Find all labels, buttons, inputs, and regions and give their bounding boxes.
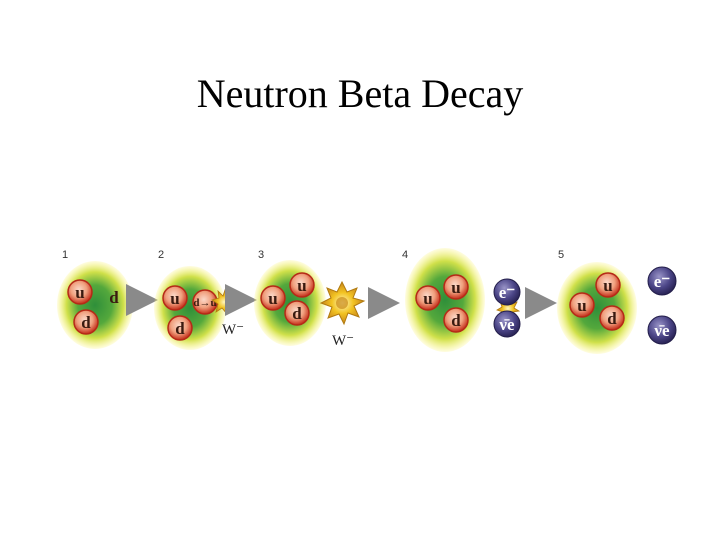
- quark-label: d: [81, 313, 91, 332]
- nucleon-cloud: [557, 262, 637, 354]
- up-quark: [569, 292, 595, 318]
- stage-4: 4 u u d e⁻ ν̄e: [402, 248, 521, 352]
- up-quark: [289, 272, 315, 298]
- quark-label: u: [423, 289, 432, 308]
- electron-label: e⁻: [499, 283, 516, 302]
- quark-label: u: [577, 296, 586, 315]
- electron: [493, 278, 521, 306]
- nucleon-cloud: [57, 261, 133, 349]
- down-quark: [443, 307, 469, 333]
- stage-number: 4: [402, 249, 408, 261]
- up-quark: [162, 285, 188, 311]
- antineutrino: [647, 315, 677, 345]
- quark-label: d: [607, 309, 617, 328]
- antineutrino-label: ν̄e: [653, 321, 670, 340]
- quark-label: d: [175, 319, 185, 338]
- up-quark: [595, 272, 621, 298]
- quark-label: u: [297, 276, 306, 295]
- stage-number: 3: [258, 249, 264, 261]
- up-quark: [260, 285, 286, 311]
- quark-label: d: [109, 288, 119, 307]
- quark-label: d: [451, 311, 461, 330]
- electron-label: e⁻: [654, 272, 671, 291]
- stage-number: 5: [558, 249, 564, 261]
- stage-1: 1 u d d: [57, 249, 133, 349]
- down-quark: [284, 300, 310, 326]
- w-minus-label: W⁻: [222, 322, 244, 338]
- d-to-u-label: d→u: [193, 297, 216, 309]
- stage-3: 3 u u d W⁻: [254, 249, 366, 349]
- quark-label: u: [451, 278, 460, 297]
- page-title: Neutron Beta Decay: [196, 71, 524, 116]
- up-quark: [415, 285, 441, 311]
- down-quark: [599, 305, 625, 331]
- w-boson: [319, 280, 366, 326]
- w-minus-label: W⁻: [332, 333, 354, 349]
- antineutrino-label: ν̄e: [498, 315, 515, 334]
- quark-label: u: [268, 289, 277, 308]
- quark-label: d: [292, 304, 302, 323]
- stage-number: 1: [62, 249, 68, 261]
- quark-label: u: [170, 289, 179, 308]
- quark-label: u: [603, 276, 612, 295]
- down-quark: [167, 315, 193, 341]
- up-quark: [67, 279, 93, 305]
- stage-2: 2 u d→u d W⁻: [154, 249, 244, 350]
- quark-label: u: [75, 283, 84, 302]
- electron: [647, 266, 677, 296]
- antineutrino: [493, 310, 521, 338]
- up-quark: [443, 274, 469, 300]
- stage-5: 5 u u d e⁻ ν̄e: [557, 249, 677, 354]
- down-quark: [73, 309, 99, 335]
- stage-number: 2: [158, 249, 164, 261]
